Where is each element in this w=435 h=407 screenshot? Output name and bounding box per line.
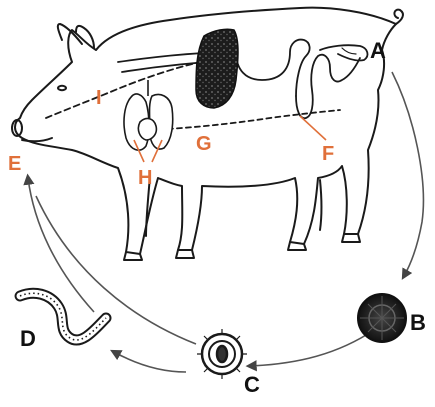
pig-hoof-back-right [342, 234, 360, 242]
label-e: E [8, 153, 21, 175]
label-h: H [138, 167, 152, 189]
egg-stage-b [358, 294, 406, 342]
pig-tail [394, 10, 403, 24]
heart-lungs-h [124, 80, 173, 150]
cycle-arrow-c-to-d [114, 352, 186, 372]
pig-eye [58, 86, 66, 90]
cycle-arrow-b-to-c [250, 330, 374, 366]
label-a: A [370, 38, 386, 63]
intestine-loops [296, 55, 360, 119]
rectum-inner [342, 48, 356, 54]
label-b: B [410, 310, 426, 335]
label-d: D [20, 326, 36, 351]
pig-hoof-front-right [176, 250, 194, 258]
leader-line-f [300, 116, 326, 140]
label-f: F [322, 143, 334, 165]
label-g: G [196, 133, 212, 155]
cyst-stage-c [197, 329, 247, 379]
label-i: I [96, 87, 102, 109]
stomach [236, 40, 310, 96]
liver-g [196, 29, 238, 108]
cyst-scolex [217, 346, 227, 362]
pig-leg-line [320, 180, 322, 230]
heart [138, 119, 156, 140]
label-c: C [244, 372, 260, 397]
cycle-arrow-a-to-b [392, 72, 423, 276]
